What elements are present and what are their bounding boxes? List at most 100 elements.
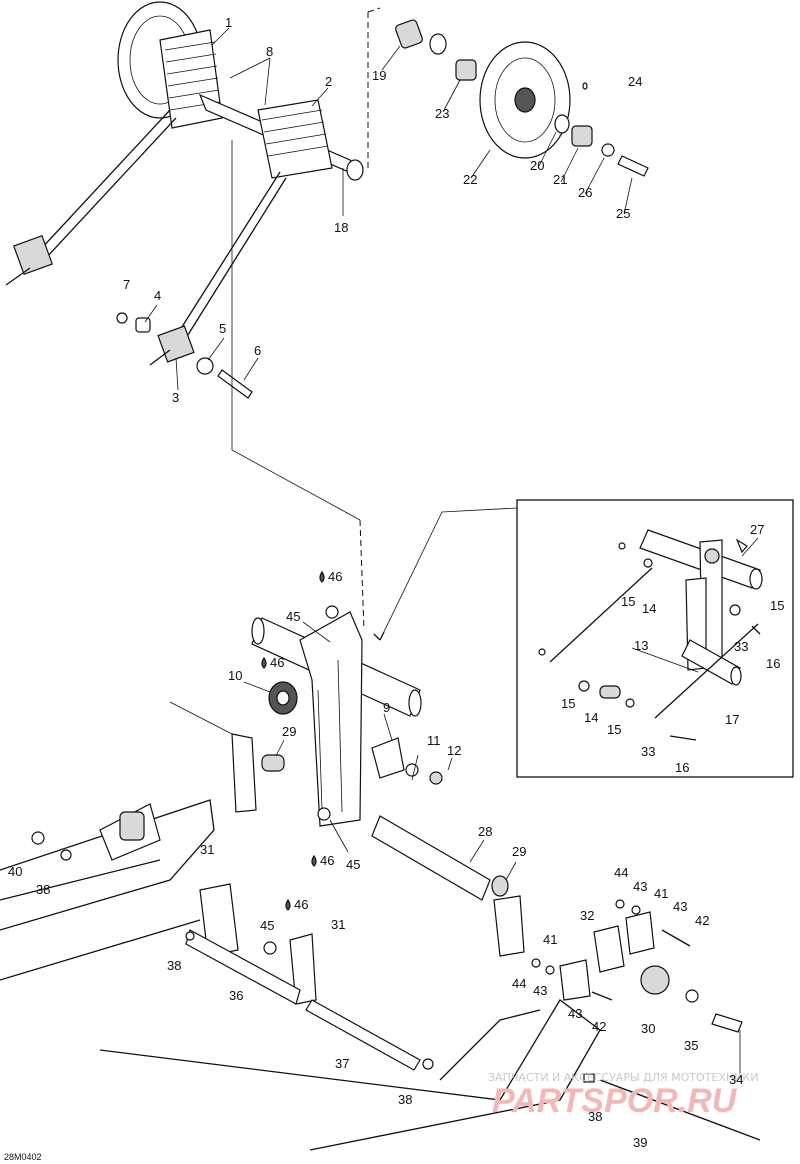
- callout-45c: 45: [260, 918, 274, 933]
- callout-5: 5: [219, 321, 226, 336]
- callout-43c: 43: [633, 879, 647, 894]
- callout-24: 24: [628, 74, 642, 89]
- callout-43d: 43: [673, 899, 687, 914]
- callout-44a: 44: [614, 865, 628, 880]
- watermark-line: ЗАПЧАСТИ И АКСЕССУАРЫ ДЛЯ МОТОТЕХНИКИ: [488, 1071, 758, 1084]
- arm-end-left: [5, 235, 53, 286]
- callout-28: 28: [478, 824, 492, 839]
- watermark-brand: PARTSPOR.RU: [492, 1082, 738, 1120]
- watermark: ЗАПЧАСТИ И АКСЕССУАРЫ ДЛЯ МОТОТЕХНИКИ PA…: [488, 1071, 758, 1120]
- nut-12: [429, 771, 443, 785]
- callout-30: 30: [641, 1021, 655, 1036]
- bolt-25: [617, 155, 649, 177]
- callout-1: 1: [225, 15, 232, 30]
- callout-34: 34: [729, 1072, 743, 1087]
- callout-19: 19: [372, 68, 386, 83]
- bushing-14: [599, 685, 621, 699]
- callout-33b: 33: [641, 744, 655, 759]
- bearing-21: [571, 125, 593, 147]
- callout-22: 22: [463, 172, 477, 187]
- diagram-id: 28M0402: [4, 1152, 42, 1162]
- callout-37: 37: [335, 1056, 349, 1071]
- front-arm: [299, 611, 363, 827]
- callout-15d: 15: [607, 722, 621, 737]
- callout-45a: 45: [286, 609, 300, 624]
- callout-21: 21: [553, 172, 567, 187]
- callout-36: 36: [229, 988, 243, 1003]
- block-41b: [625, 911, 655, 955]
- callout-14a: 14: [642, 601, 656, 616]
- callout-20: 20: [530, 158, 544, 173]
- right-brackets: [493, 895, 743, 1074]
- callout-12: 12: [447, 743, 461, 758]
- callout-16a: 16: [766, 656, 780, 671]
- callout-15a: 15: [621, 594, 635, 609]
- callout-40: 40: [8, 864, 22, 879]
- washer-26: [601, 143, 615, 157]
- plate-right: [289, 933, 317, 1005]
- callout-43b: 43: [568, 1006, 582, 1021]
- callout-32: 32: [580, 908, 594, 923]
- plate-left: [199, 883, 239, 957]
- callout-4: 4: [154, 288, 161, 303]
- callout-3: 3: [172, 390, 179, 405]
- callout-17: 17: [725, 712, 739, 727]
- callout-39: 39: [633, 1135, 647, 1150]
- callout-10: 10: [228, 668, 242, 683]
- lube-icon: 46: [285, 897, 308, 912]
- spring-2: [257, 99, 333, 179]
- idler-wheel-assembly: [381, 19, 649, 215]
- callout-38d: 38: [588, 1109, 602, 1124]
- callout-29a: 29: [282, 724, 296, 739]
- callout-41b: 41: [654, 886, 668, 901]
- tube-28: [371, 815, 491, 901]
- callout-2: 2: [325, 74, 332, 89]
- detail-inset: [373, 499, 794, 778]
- callout-42a: 42: [592, 1019, 606, 1034]
- callout-18: 18: [334, 220, 348, 235]
- svg-text:46: 46: [294, 897, 308, 912]
- spacer-4: [135, 317, 151, 333]
- callout-38a: 38: [36, 882, 50, 897]
- screw-6: [217, 369, 253, 399]
- lube-icon: 46: [319, 569, 342, 584]
- block-41a: [559, 959, 591, 1001]
- svg-text:46: 46: [270, 655, 284, 670]
- callout-11: 11: [427, 733, 441, 748]
- arm-end-right: [149, 325, 195, 366]
- callout-15b: 15: [770, 598, 784, 613]
- callout-27: 27: [750, 522, 764, 537]
- lube-icon: 46: [261, 655, 284, 670]
- callout-38c: 38: [398, 1092, 412, 1107]
- front-arm-assembly: [169, 605, 517, 901]
- callout-9: 9: [383, 700, 390, 715]
- block-32: [593, 925, 625, 973]
- spacer-23: [455, 59, 477, 81]
- nut-7: [116, 312, 128, 324]
- bolt-35: [711, 1013, 743, 1033]
- bushing-30: [640, 965, 670, 995]
- washer-5: [196, 357, 214, 375]
- bearing-19: [395, 19, 423, 49]
- callouts: 1 2 3 4 5 6 7 8 9 10 11 12 13 14 14 15 1…: [8, 15, 784, 1150]
- svg-text:46: 46: [328, 569, 342, 584]
- shaft-37: [305, 999, 421, 1071]
- callout-26: 26: [578, 185, 592, 200]
- ring-20: [554, 114, 570, 134]
- callout-35: 35: [684, 1038, 698, 1053]
- washer-11: [405, 763, 419, 777]
- callout-38b: 38: [167, 958, 181, 973]
- callout-7: 7: [123, 277, 130, 292]
- callout-15c: 15: [561, 696, 575, 711]
- ring-19b: [429, 33, 447, 55]
- callout-16b: 16: [675, 760, 689, 775]
- callout-41a: 41: [543, 932, 557, 947]
- callout-14b: 14: [584, 710, 598, 725]
- rail-frame: [0, 799, 761, 1151]
- callout-13: 13: [634, 638, 648, 653]
- callout-31b: 31: [331, 917, 345, 932]
- callout-23: 23: [435, 106, 449, 121]
- callout-29b: 29: [512, 844, 526, 859]
- callout-33a: 33: [734, 639, 748, 654]
